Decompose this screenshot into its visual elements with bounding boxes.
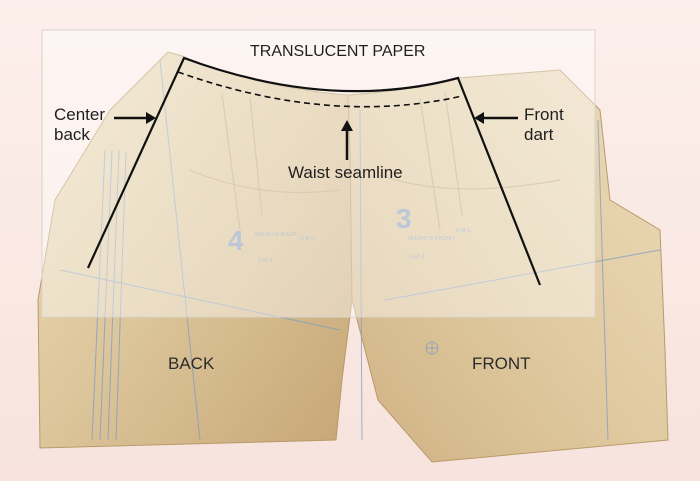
- back-print-lines: [59, 59, 363, 441]
- back-cut-text: Cut 2: [258, 258, 273, 264]
- back-piece-label: BACK: [168, 354, 215, 373]
- front-piece-number: 3: [396, 203, 412, 234]
- traced-outline: [86, 56, 542, 286]
- front-print-lines: [384, 119, 661, 441]
- front-piece-label: FRONT: [472, 354, 531, 373]
- back-caption: SHORTS BACK: [254, 232, 297, 238]
- back-piece-number: 4: [228, 225, 244, 256]
- front-caption: SHORTS FRONT: [408, 236, 456, 242]
- waist-seamline-label: Waist seamline: [288, 163, 403, 182]
- center-back-arrow: [114, 112, 156, 124]
- translucent-paper-label: TRANSLUCENT PAPER: [250, 43, 426, 60]
- front-size-letters: A B C: [456, 228, 472, 234]
- waist-seamline-arrow: [341, 120, 353, 160]
- tissue-folds: [189, 91, 561, 231]
- translucent-paper-overlay: [41, 29, 596, 318]
- front-dart-label: Front dart: [524, 105, 564, 144]
- front-cut-text: Cut 2: [410, 254, 425, 260]
- back-size-letters: A B C: [300, 236, 316, 242]
- front-dart-arrow: [474, 112, 518, 124]
- waist-seamline-dashed: [177, 71, 463, 108]
- center-back-label: Center back: [54, 105, 106, 144]
